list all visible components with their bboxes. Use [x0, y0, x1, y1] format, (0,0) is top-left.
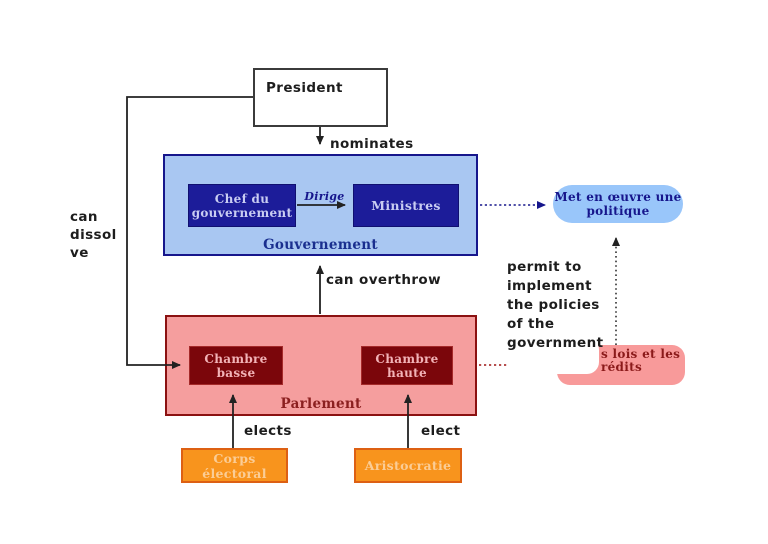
policy-note-line1: Met en œuvre une — [554, 190, 682, 204]
ministres-box: Ministres — [353, 184, 459, 227]
permit-label: permit to implement the policies of the … — [507, 258, 603, 353]
permit-line1: permit to — [507, 259, 582, 275]
chambre-basse-line1: Chambre — [204, 351, 268, 366]
dirige-label: Dirige — [304, 190, 345, 203]
can-dissolve-line2: dissol — [70, 227, 117, 243]
laws-note-line2: rédits — [601, 359, 643, 374]
president-box: President — [253, 68, 388, 127]
aristocratie-label: Aristocratie — [364, 458, 452, 473]
nominates-label: nominates — [330, 136, 414, 152]
chef-label-line1: Chef du — [214, 191, 270, 206]
laws-note-text: s lois et les rédits — [601, 348, 680, 373]
can-dissolve-label: can dissol ve — [70, 208, 117, 262]
chambre-basse-box: Chambre basse — [189, 346, 283, 385]
ministres-label: Ministres — [371, 197, 441, 213]
corps-electoral-box: Corps électoral — [181, 448, 288, 483]
can-overthrow-label: can overthrow — [326, 272, 441, 288]
permit-line4: of the — [507, 316, 555, 332]
president-label: President — [266, 80, 343, 96]
chef-label-line2: gouvernement — [191, 205, 293, 220]
permit-line3: the policies — [507, 297, 600, 313]
permit-line2: implement — [507, 278, 593, 294]
laws-note-line1: s lois et les — [601, 347, 681, 361]
chambre-basse-line2: basse — [216, 365, 256, 380]
chambre-haute-box: Chambre haute — [361, 346, 453, 385]
permit-line5: government — [507, 335, 604, 351]
elects-label: elects — [244, 423, 292, 439]
corps-electoral-label: Corps électoral — [202, 450, 267, 481]
policy-note-pill: Met en œuvre une politique — [553, 185, 683, 223]
aristocratie-box: Aristocratie — [354, 448, 462, 483]
chambre-haute-line2: haute — [387, 365, 427, 380]
chambre-haute-line1: Chambre — [375, 351, 439, 366]
parliament-title: Parlement — [280, 396, 362, 412]
can-dissolve-line3: ve — [70, 245, 89, 261]
government-title: Gouvernement — [263, 237, 378, 253]
laws-note-white-overlay — [508, 338, 599, 374]
policy-note-line2: politique — [586, 204, 650, 218]
elect-label: elect — [421, 423, 461, 439]
chef-du-gouvernement-box: Chef du gouvernement — [188, 184, 296, 227]
can-dissolve-line1: can — [70, 209, 98, 225]
